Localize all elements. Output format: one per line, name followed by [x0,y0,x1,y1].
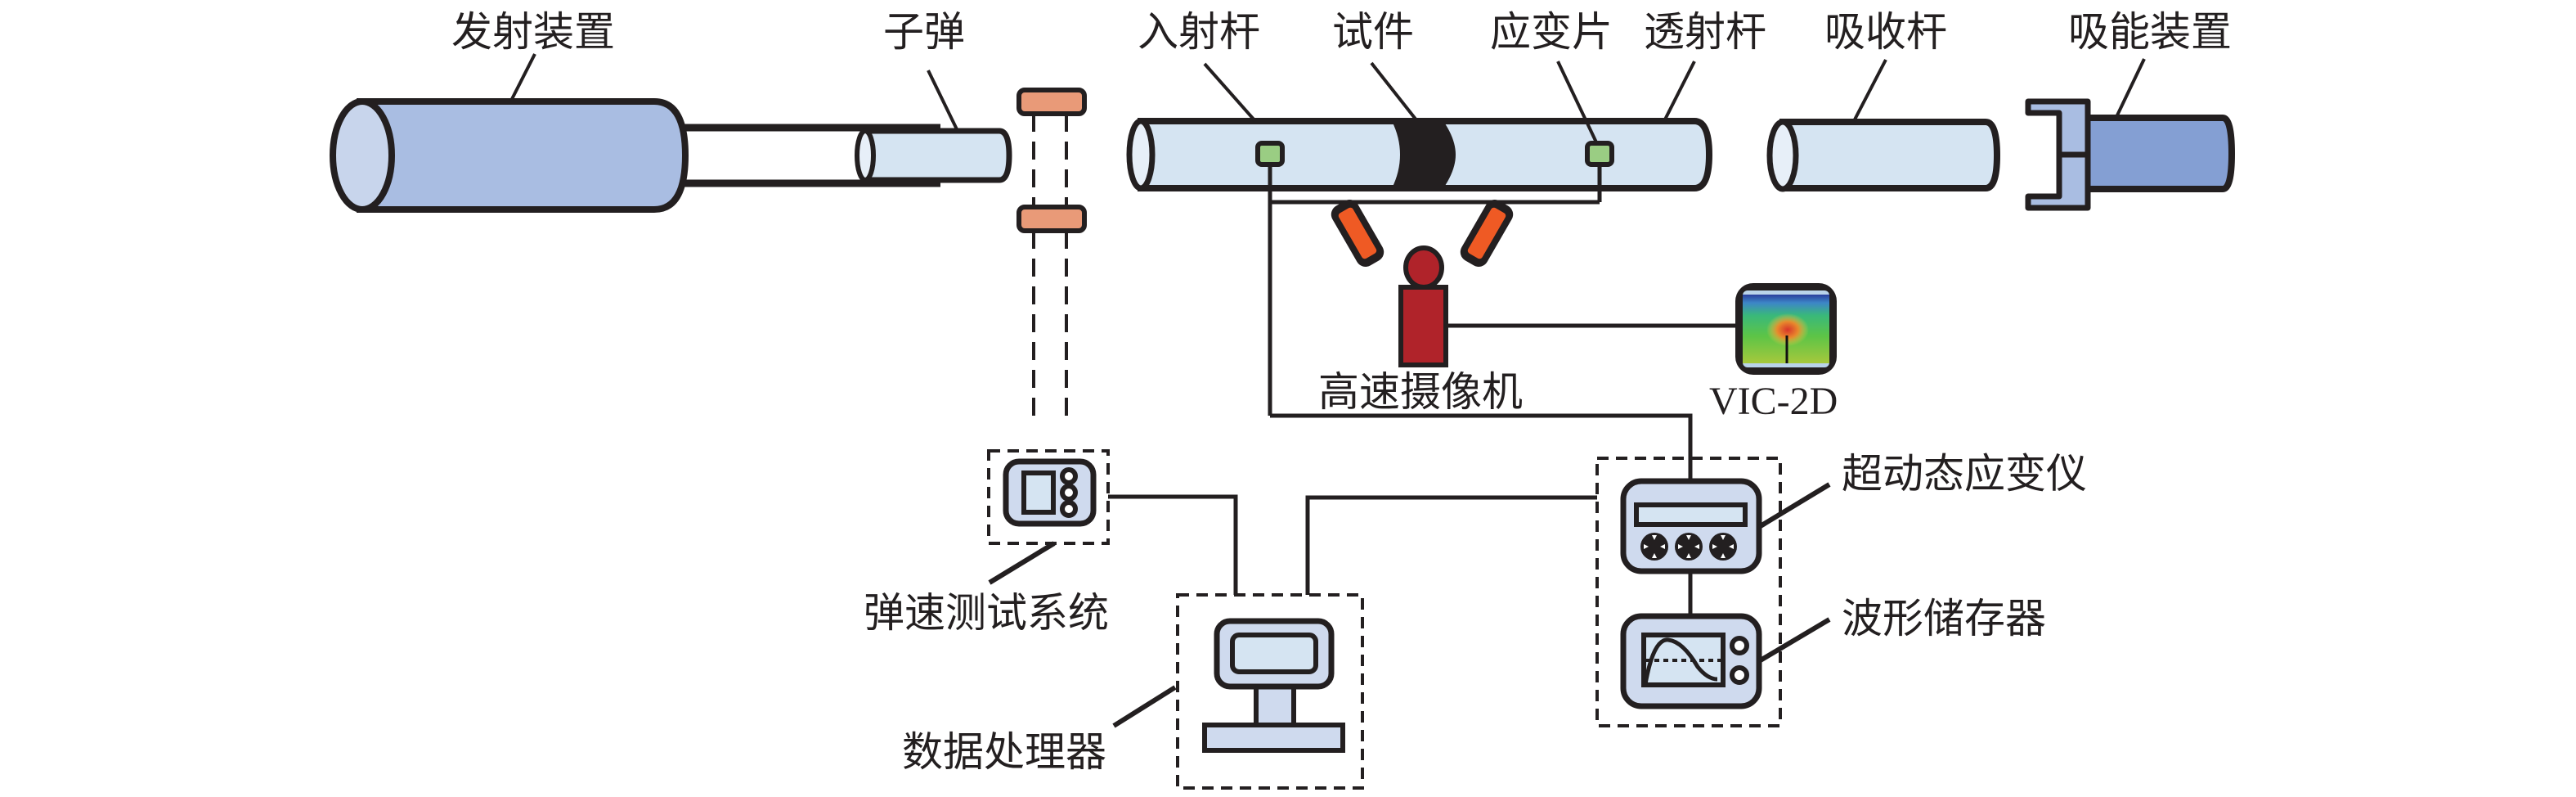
launcher [330,98,940,213]
leader-waveform-storage [1757,617,1831,664]
waveform-curve [1643,637,1718,685]
bar-assembly [1126,118,1713,191]
label-projectile: 子弹 [883,8,965,56]
leader-projectile [927,70,958,130]
leader-transmitted-bar [1663,61,1696,122]
wire-to-strain-meter [1270,413,1693,481]
camera-lens [1403,245,1444,290]
storage-button-1 [1730,636,1749,655]
processor-screen [1230,633,1318,674]
lamp-right [1460,200,1514,267]
leader-data-processor [1112,685,1177,728]
label-high-speed-camera: 高速摄像机 [1318,368,1523,416]
gauge-wiring [1268,164,1693,481]
label-strain-gauge: 应变片 [1490,8,1613,56]
leader-incident-bar [1203,62,1257,123]
strain-meter-display [1634,502,1748,527]
damper-body [2084,115,2236,192]
leader-velocity-system [988,541,1056,585]
labels: 发射装置 子弹 入射杆 试件 应变片 透射杆 吸收杆 吸能装置 高速摄像机 VI… [451,8,2232,776]
velocity-screen [1021,471,1056,515]
vic-hotspot [1766,313,1809,346]
light-gate-bottom [1016,205,1087,233]
leader-launcher [509,53,536,101]
launcher-face [330,98,395,213]
high-speed-camera [1398,245,1735,367]
processor-base [1202,723,1345,753]
leader-energy-absorber [2115,58,2146,118]
strain-system [1595,457,1782,727]
projectile [855,128,1012,183]
leader-strain-meter [1757,482,1831,529]
strain-meter-knob-1 [1640,533,1668,561]
storage-button-2 [1730,665,1749,685]
strain-gauge-transmitted [1585,141,1614,167]
data-processor [1176,593,1364,790]
label-transmitted-bar: 透射杆 [1644,8,1766,56]
absorber-bar-body [1779,119,2001,191]
damper-bracket [2025,98,2091,211]
lamp-left-face [1338,207,1377,259]
leader-absorber-bar [1852,59,1887,122]
velocity-dashed-box [987,449,1110,545]
leader-specimen [1370,61,1419,123]
processor-stand [1254,682,1296,729]
incident-bar-face [1126,118,1156,191]
label-energy-absorber: 吸能装置 [2068,8,2232,56]
wire-velocity-to-processor [1108,494,1238,595]
lamp-right-face [1467,207,1506,259]
camera-body [1398,285,1448,367]
label-vic: VIC-2D [1709,380,1838,423]
label-strain-meter: 超动态应变仪 [1842,450,2087,498]
light-gates [1016,88,1087,426]
velocity-button-3 [1060,500,1078,518]
leader-lines [509,53,2146,728]
label-specimen: 试件 [1332,8,1414,56]
label-waveform-storage: 波形储存器 [1842,595,2046,642]
launcher-body [357,98,689,213]
velocity-test-system [987,449,1110,545]
absorber-bar-face [1766,119,1799,192]
strain-gauge-incident [1255,141,1285,167]
label-velocity-system: 弹速测试系统 [864,589,1109,637]
lower-wiring [1108,494,1693,616]
specimen [1392,121,1456,188]
velocity-button-1 [1060,467,1078,485]
strain-meter-knobs [1640,533,1737,561]
label-launcher: 发射装置 [451,8,615,56]
velocity-button-2 [1060,484,1078,502]
projectile-body [862,128,1012,183]
projectile-face [855,128,876,182]
strain-meter-knob-3 [1709,533,1737,561]
energy-absorber [2025,98,2236,211]
label-absorber-bar: 吸收杆 [1824,8,1947,56]
processor-dashed-box [1176,593,1364,790]
strain-meter-knob-2 [1675,533,1703,561]
absorber-bar [1766,119,2001,192]
leader-strain-gauge [1556,61,1599,145]
wire-processor-to-strain [1305,495,1597,595]
label-data-processor: 数据处理器 [902,728,1106,776]
label-incident-bar: 入射杆 [1138,8,1260,56]
lamp-left [1331,200,1384,267]
vic-monitor [1735,283,1837,375]
light-gate-top [1016,88,1087,116]
